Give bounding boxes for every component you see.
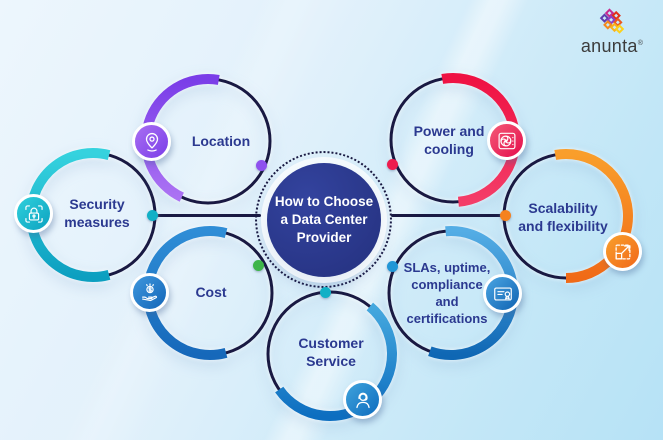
connector-dot-scalability (500, 210, 511, 221)
registered-mark: ® (637, 40, 644, 47)
brand-text: anunta® (580, 36, 644, 56)
expand-icon (603, 232, 642, 271)
connector-dot-security (147, 210, 158, 221)
connector-dot-location (256, 160, 267, 171)
node-label-cost: Cost (195, 284, 227, 300)
connector-line-right (391, 214, 507, 217)
node-label-customer-service: Customer Service (298, 335, 364, 369)
node-label-location: Location (191, 133, 251, 149)
certificate-icon (483, 274, 522, 313)
node-label-power-cooling: Power and cooling (413, 123, 485, 157)
map-pin-icon (132, 122, 171, 161)
fan-icon (487, 121, 526, 160)
connector-line-left (153, 214, 261, 217)
center-circle: How to Choose a Data Center Provider (267, 163, 381, 277)
node-label-scalability: Scalability and flexibility (518, 200, 608, 234)
center-title: How to Choose a Data Center Provider (274, 194, 374, 245)
lock-icon (14, 194, 53, 233)
connector-dot-cost (253, 260, 264, 271)
node-label-slas: SLAs, uptime, compliance and certificati… (403, 260, 491, 326)
connector-dot-power (387, 159, 398, 170)
connector-dot-slas (387, 261, 398, 272)
node-label-security: Security measures (64, 196, 130, 230)
connector-dot-customer (320, 287, 331, 298)
anunta-logo: anunta® (574, 8, 650, 57)
knot-icon (599, 8, 625, 34)
hand-coin-icon (130, 273, 169, 312)
support-agent-icon (343, 380, 382, 419)
